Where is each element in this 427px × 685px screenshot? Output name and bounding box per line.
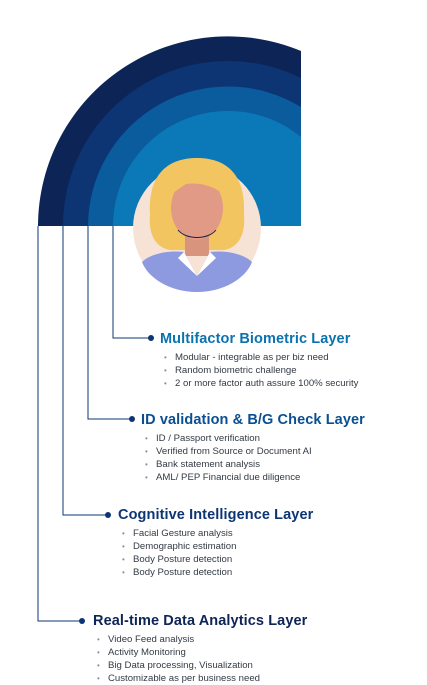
list-item: Verified from Source or Document AI <box>145 445 312 458</box>
list-item: Body Posture detection <box>122 566 236 579</box>
layer-4-list: Video Feed analysis Activity Monitoring … <box>97 633 260 685</box>
list-item: Demographic estimation <box>122 540 236 553</box>
layer-4-title: Real-time Data Analytics Layer <box>93 613 308 629</box>
connector-layer-2 <box>87 226 132 420</box>
layer-1-list: Modular - integrable as per biz need Ran… <box>164 351 358 390</box>
connector-layer-4-dot <box>79 618 85 624</box>
connector-lines <box>37 226 154 624</box>
list-item: 2 or more factor auth assure 100% securi… <box>164 377 358 390</box>
connector-layer-2-dot <box>129 416 135 422</box>
layer-3-list: Facial Gesture analysis Demographic esti… <box>122 527 236 579</box>
layer-2-title: ID validation & B/G Check Layer <box>141 412 365 428</box>
list-item: Bank statement analysis <box>145 458 312 471</box>
layer-2-list: ID / Passport verification Verified from… <box>145 432 312 484</box>
layer-3-title: Cognitive Intelligence Layer <box>118 507 314 523</box>
connector-layer-1-dot <box>148 335 154 341</box>
list-item: Body Posture detection <box>122 553 236 566</box>
layer-1-title: Multifactor Biometric Layer <box>160 331 351 347</box>
list-item: Big Data processing, Visualization <box>97 659 260 672</box>
connector-layer-3 <box>62 226 108 516</box>
arc-mask <box>301 0 427 240</box>
female-avatar-icon <box>133 158 261 292</box>
list-item: AML/ PEP Financial due diligence <box>145 471 312 484</box>
list-item: Random biometric challenge <box>164 364 358 377</box>
connector-layer-3-dot <box>105 512 111 518</box>
list-item: Video Feed analysis <box>97 633 260 646</box>
list-item: Modular - integrable as per biz need <box>164 351 358 364</box>
list-item: Facial Gesture analysis <box>122 527 236 540</box>
list-item: ID / Passport verification <box>145 432 312 445</box>
connector-layer-4 <box>37 226 82 622</box>
connector-layer-1 <box>112 226 151 339</box>
list-item: Activity Monitoring <box>97 646 260 659</box>
list-item: Customizable as per business need <box>97 672 260 685</box>
